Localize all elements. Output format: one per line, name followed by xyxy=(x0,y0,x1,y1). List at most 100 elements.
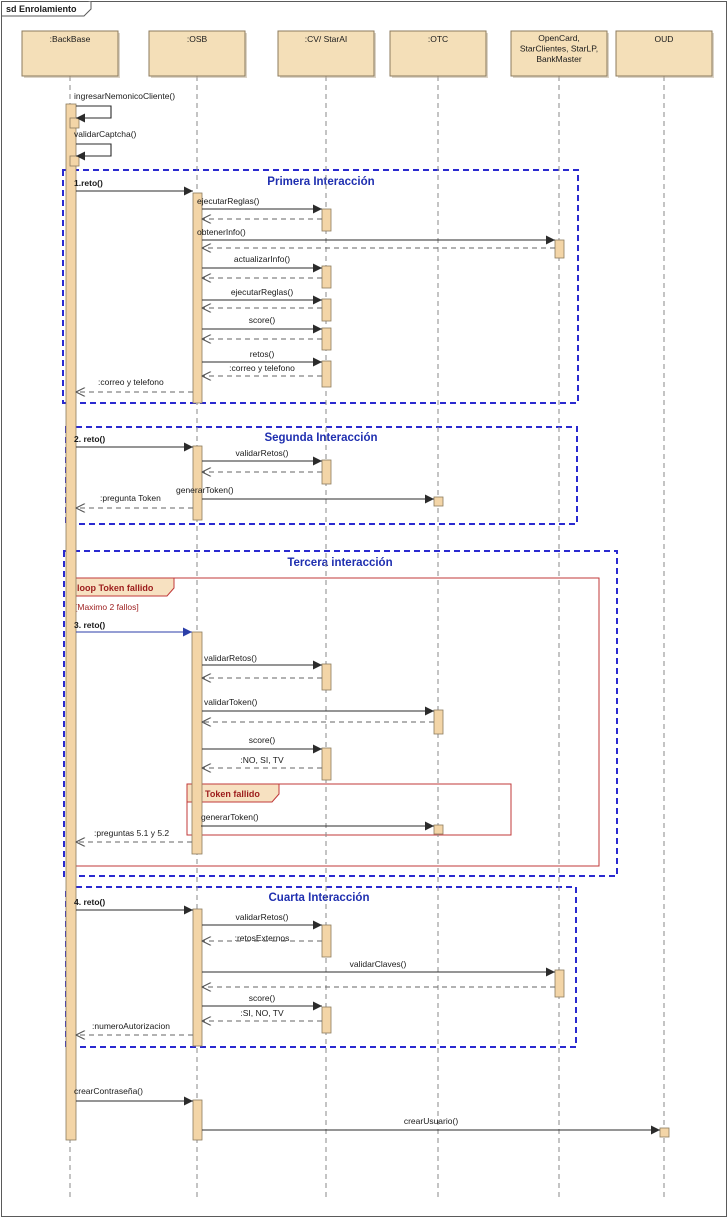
lifeline-label: StarClientes, StarLP, xyxy=(520,44,598,54)
lifeline-head xyxy=(277,30,375,77)
activation-bar xyxy=(69,155,80,167)
message: :numeroAutorizacion xyxy=(76,1021,193,1035)
message-label: :numeroAutorizacion xyxy=(92,1021,170,1031)
interaction-1: Primera Interacción xyxy=(62,169,579,404)
lifeline-label: :BackBase xyxy=(50,34,91,44)
lifeline-opencard: OpenCard,StarClientes, StarLP,BankMaster xyxy=(510,30,609,1200)
message: obtenerInfo() xyxy=(197,227,555,245)
message-label: 4. reto() xyxy=(74,897,105,907)
lifeline-otc: :OTC xyxy=(389,30,488,1200)
lifeline-head xyxy=(510,30,608,77)
message: crearContraseña() xyxy=(74,1086,193,1106)
activation-bar xyxy=(321,663,332,691)
message: 3. reto() xyxy=(74,620,192,637)
message: generarToken() xyxy=(176,485,434,504)
activation-bar xyxy=(321,327,332,351)
message: :NO, SI, TV xyxy=(202,755,322,768)
message-label: :pregunta Token xyxy=(100,493,161,503)
message: crearUsuario() xyxy=(202,1116,660,1135)
lifeline-label: :OSB xyxy=(187,34,208,44)
message-label: crearUsuario() xyxy=(404,1116,458,1126)
message-label: generarToken() xyxy=(201,812,259,822)
activation-bar xyxy=(321,1006,332,1034)
message: ejecutarReglas() xyxy=(197,196,322,214)
loop-guard: [Maximo 2 fallos] xyxy=(75,602,139,612)
alt-label: alt Token fallido xyxy=(192,789,260,799)
message-label: validarCaptcha() xyxy=(74,129,137,139)
message-label: 3. reto() xyxy=(74,620,105,630)
activation-bar xyxy=(321,298,332,322)
message-label: score() xyxy=(249,735,276,745)
interaction-4-title: Cuarta Interacción xyxy=(269,892,370,904)
message-arrow xyxy=(76,143,112,161)
activation-bar xyxy=(321,265,332,289)
message: :correo y telefono xyxy=(76,377,193,392)
activation-bar xyxy=(192,908,203,1047)
activation-bar xyxy=(433,824,444,835)
message-label: obtenerInfo() xyxy=(197,227,246,237)
lifeline-head xyxy=(148,30,246,77)
message-label: crearContraseña() xyxy=(74,1086,143,1096)
interaction-3: Tercera interacción xyxy=(63,550,618,877)
messages: ingresarNemonicoCliente() validarCaptcha(… xyxy=(74,91,660,1135)
interaction-2: Segunda Interacción xyxy=(65,426,578,525)
loop-label: loop Token fallido xyxy=(77,583,154,593)
message-label: :retosExternos xyxy=(235,933,290,943)
message: generarToken() xyxy=(201,812,434,831)
message-label: generarToken() xyxy=(176,485,234,495)
message: actualizarInfo() xyxy=(202,254,322,273)
activation-bar xyxy=(554,969,565,998)
message: :correo y telefono xyxy=(202,363,322,376)
lifeline-oud: OUD xyxy=(615,30,714,1200)
message: :preguntas 5.1 y 5.2 xyxy=(76,828,192,842)
activation-bar xyxy=(321,360,332,388)
message: ingresarNemonicoCliente() xyxy=(74,91,175,123)
lifeline-cv: :CV/ StarAI xyxy=(277,30,376,1200)
message: validarRetos() xyxy=(202,912,322,930)
message-label: validarToken() xyxy=(204,697,258,707)
message: retos() xyxy=(202,349,322,367)
activation-bar xyxy=(65,103,77,1141)
loop-fragment: loop Token fallido [Maximo 2 fallos] xyxy=(71,577,600,867)
message: :SI, NO, TV xyxy=(202,1008,322,1021)
message-label: score() xyxy=(249,993,276,1003)
activation-bar xyxy=(321,924,332,958)
message-label: score() xyxy=(249,315,276,325)
activations xyxy=(65,103,670,1141)
message: :pregunta Token xyxy=(76,493,193,508)
message-label: ingresarNemonicoCliente() xyxy=(74,91,175,101)
message: score() xyxy=(202,315,322,334)
message: validarRetos() xyxy=(202,448,322,466)
message: score() xyxy=(202,993,322,1011)
message: 2. reto() xyxy=(74,434,193,452)
message-label: validarRetos() xyxy=(236,912,289,922)
activation-bar xyxy=(192,1099,203,1141)
activation-bar xyxy=(69,117,80,129)
lifeline-head xyxy=(21,30,119,77)
message-label: :correo y telefono xyxy=(98,377,164,387)
message: 4. reto() xyxy=(74,897,193,915)
message-label: validarClaves() xyxy=(350,959,407,969)
lifeline-label: OUD xyxy=(655,34,674,44)
message-label: 2. reto() xyxy=(74,434,105,444)
frame-tab xyxy=(1,1,92,17)
activation-bar xyxy=(321,208,332,232)
activation-bar xyxy=(659,1127,670,1138)
activation-bar xyxy=(192,445,203,521)
activation-bar xyxy=(321,459,332,485)
activation-bar xyxy=(321,747,332,781)
interaction-2-title: Segunda Interacción xyxy=(264,432,377,444)
message-label: :preguntas 5.1 y 5.2 xyxy=(94,828,169,838)
alt-fragment: alt Token fallido xyxy=(186,783,512,836)
message: 1.reto() xyxy=(74,178,193,196)
message-label: validarRetos() xyxy=(236,448,289,458)
message-label: :NO, SI, TV xyxy=(240,755,284,765)
message-label: 1.reto() xyxy=(74,178,103,188)
message-label: :correo y telefono xyxy=(229,363,295,373)
message: validarRetos() xyxy=(202,653,322,670)
message-label: :SI, NO, TV xyxy=(240,1008,284,1018)
message-label: validarRetos() xyxy=(204,653,257,663)
